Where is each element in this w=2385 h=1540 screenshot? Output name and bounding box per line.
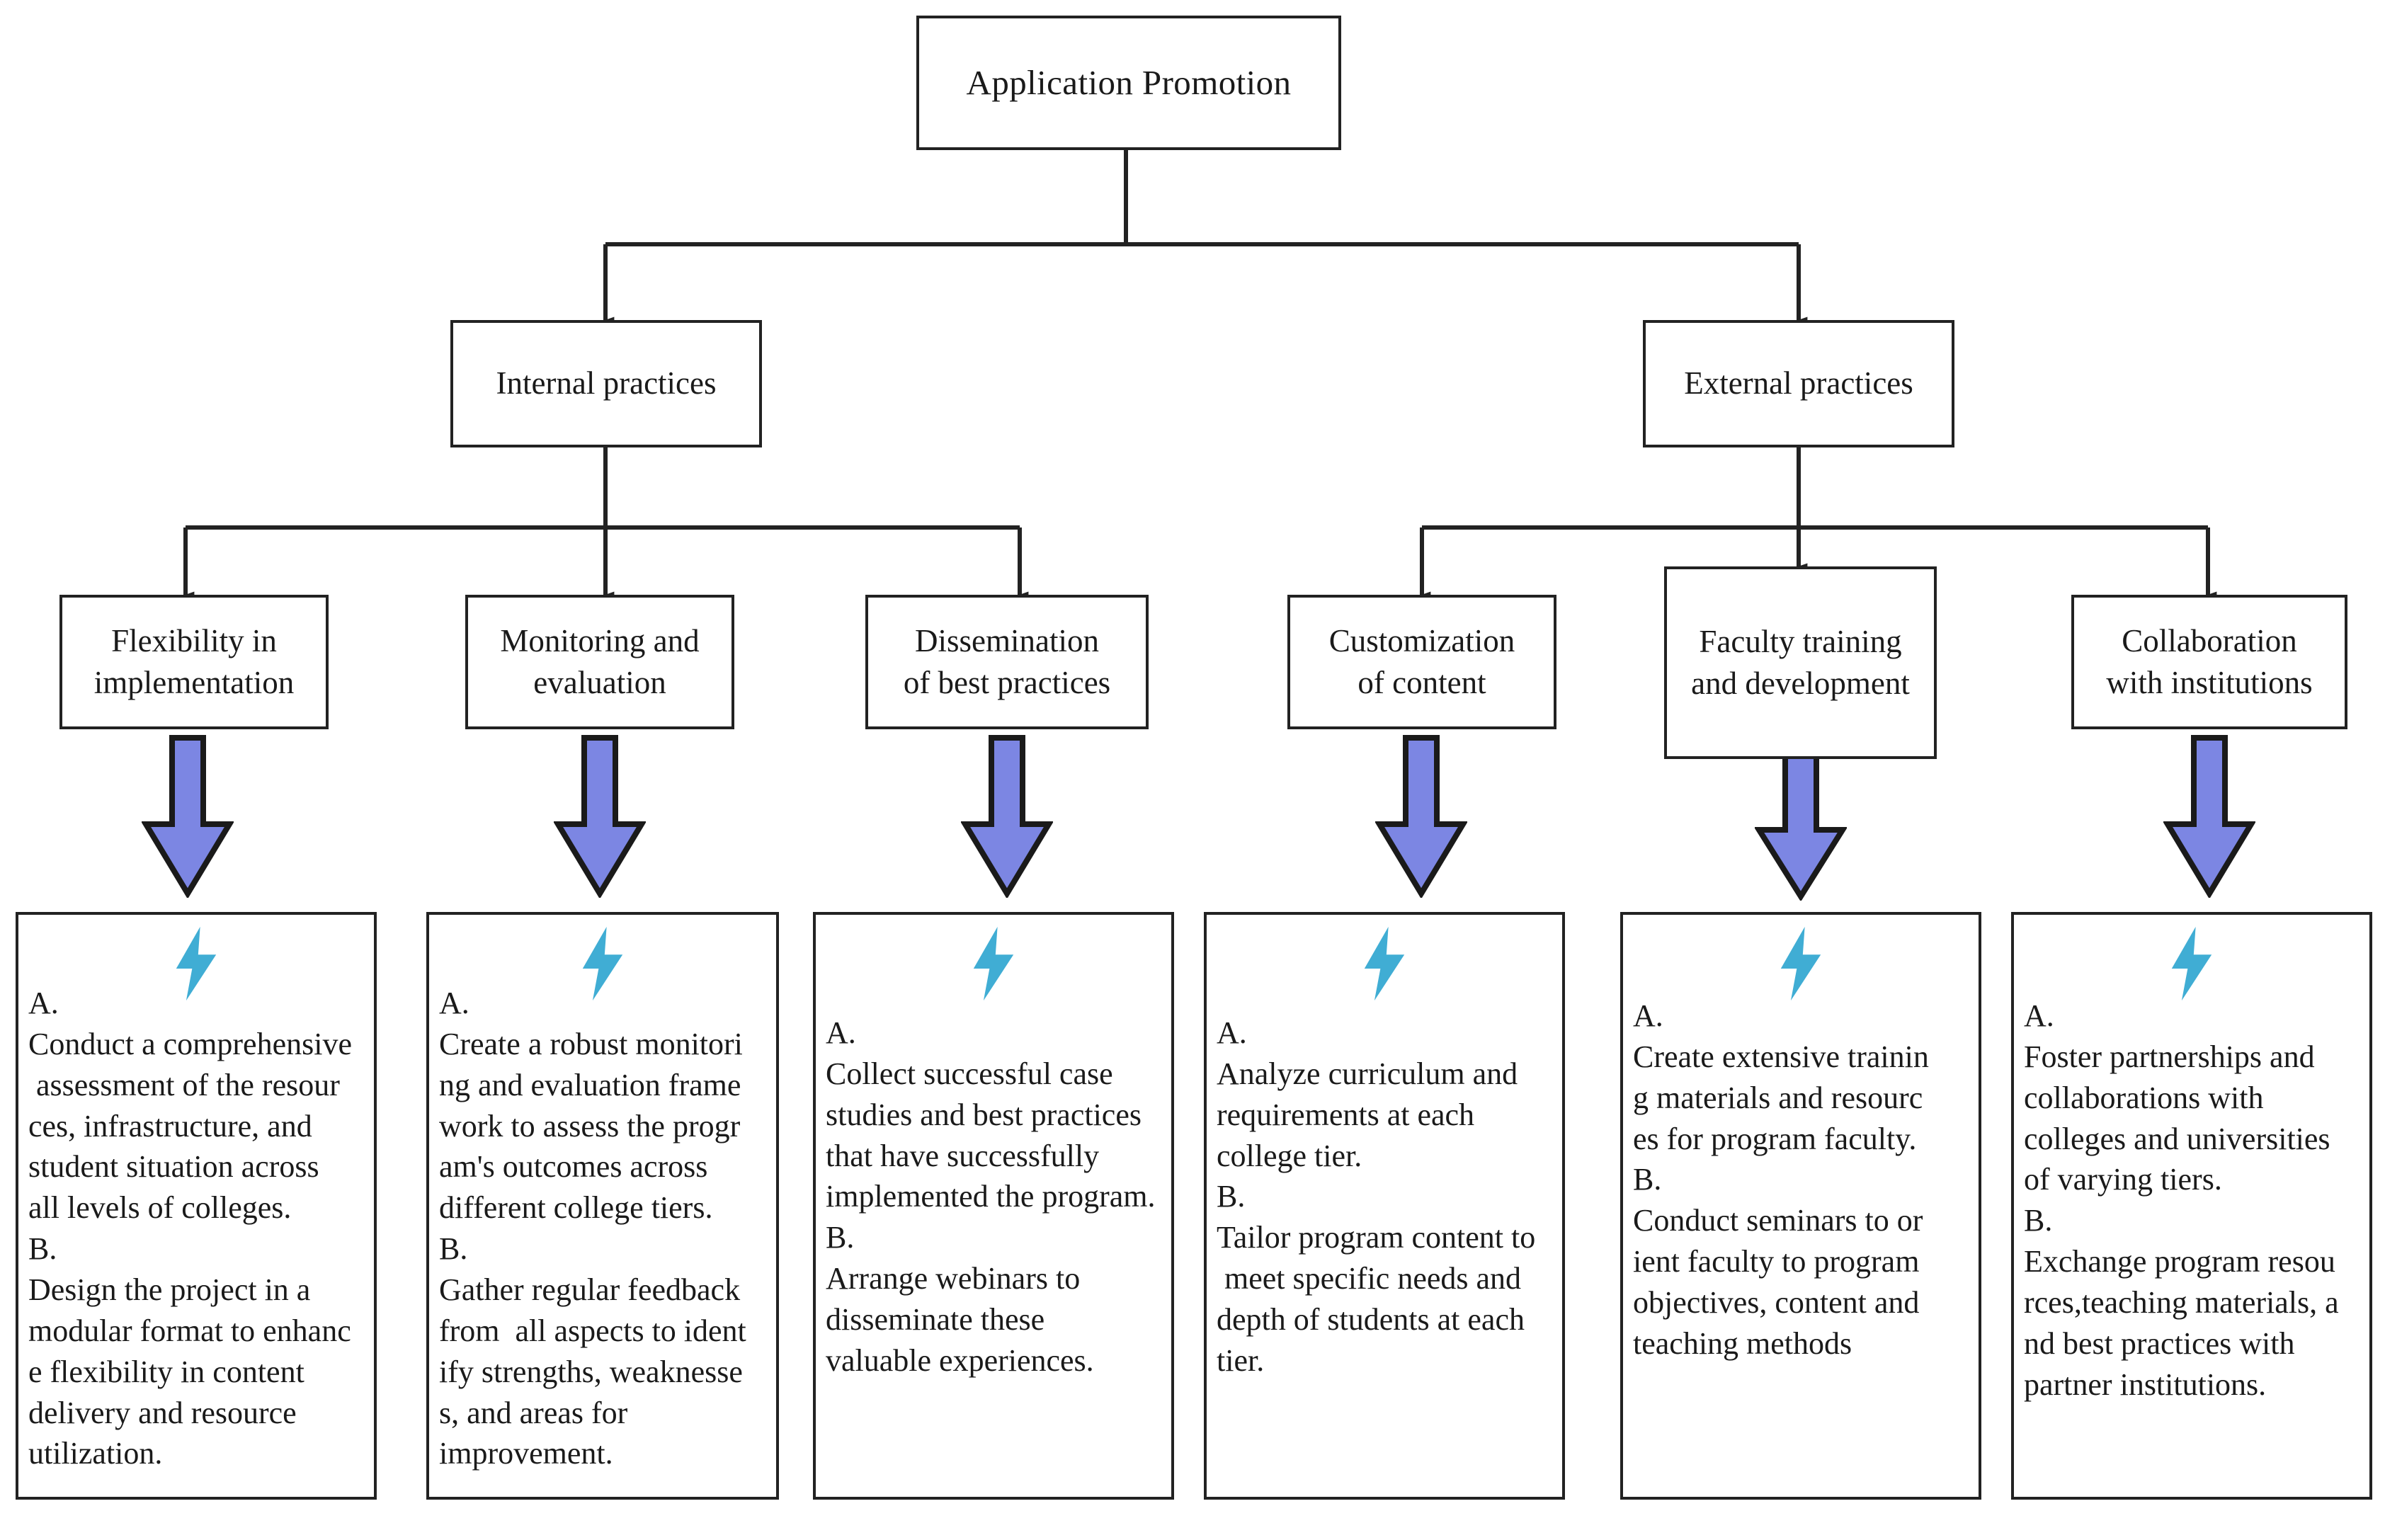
down-block-arrow-icon-3 [961,735,1053,898]
lightning-bolt-icon [1364,926,1405,1001]
node-application-promotion[interactable]: Application Promotion [916,16,1341,150]
detail-panel-5-text: A. Create extensive trainin g materials … [1633,998,1929,1361]
detail-panel-3[interactable]: A. Collect successful case studies and b… [813,912,1174,1500]
detail-panel-4[interactable]: A. Analyze curriculum and requirements a… [1204,912,1565,1500]
lightning-bolt-icon [973,926,1014,1001]
down-block-arrow-icon-6 [2163,735,2255,898]
node-category-monitoring-and-evaluation[interactable]: Monitoring and evaluation [465,595,734,729]
node-internal-practices[interactable]: Internal practices [450,320,762,447]
down-block-arrow-icon-1 [142,735,234,898]
down-block-arrow-icon-4 [1375,735,1467,898]
detail-panel-2-text: A. Create a robust monitori ng and evalu… [439,986,746,1471]
node-category-customization-of-content[interactable]: Customization of content [1287,595,1556,729]
lightning-bolt-icon [176,926,217,1001]
node-category-faculty-training-and-development[interactable]: Faculty training and development [1664,566,1937,759]
detail-panel-6-text: A. Foster partnerships and collaboration… [2024,998,2339,1402]
node-category-collaboration-with-institutions[interactable]: Collaboration with institutions [2071,595,2347,729]
node-external-practices-label: External practices [1684,365,1913,401]
node-application-promotion-label: Application Promotion [966,62,1292,102]
down-block-arrow-icon-2 [554,735,646,898]
node-category-2-label: Monitoring and evaluation [500,622,700,700]
node-category-5-label: Faculty training and development [1691,623,1910,701]
detail-panel-1-text: A. Conduct a comprehensive assessment of… [28,986,352,1471]
down-block-arrow-icon-5 [1755,751,1847,901]
detail-panel-2[interactable]: A. Create a robust monitori ng and evalu… [426,912,779,1500]
node-category-4-label: Customization of content [1328,622,1515,700]
node-category-1-label: Flexibility in implementation [93,622,295,700]
detail-panel-5[interactable]: A. Create extensive trainin g materials … [1620,912,1981,1500]
detail-panel-6[interactable]: A. Foster partnerships and collaboration… [2011,912,2372,1500]
detail-panel-1[interactable]: A. Conduct a comprehensive assessment of… [16,912,377,1500]
lightning-bolt-icon [582,926,623,1001]
node-category-flexibility-in-implementation[interactable]: Flexibility in implementation [59,595,329,729]
lightning-bolt-icon [1780,926,1821,1001]
detail-panel-3-text: A. Collect successful case studies and b… [826,1015,1156,1378]
node-category-dissemination-of-best-practices[interactable]: Dissemination of best practices [865,595,1149,729]
node-category-6-label: Collaboration with institutions [2106,622,2313,700]
lightning-bolt-icon [2171,926,2212,1001]
detail-panel-4-text: A. Analyze curriculum and requirements a… [1217,1015,1536,1378]
node-category-3-label: Dissemination of best practices [903,622,1111,700]
node-internal-practices-label: Internal practices [496,365,717,401]
node-external-practices[interactable]: External practices [1643,320,1954,447]
